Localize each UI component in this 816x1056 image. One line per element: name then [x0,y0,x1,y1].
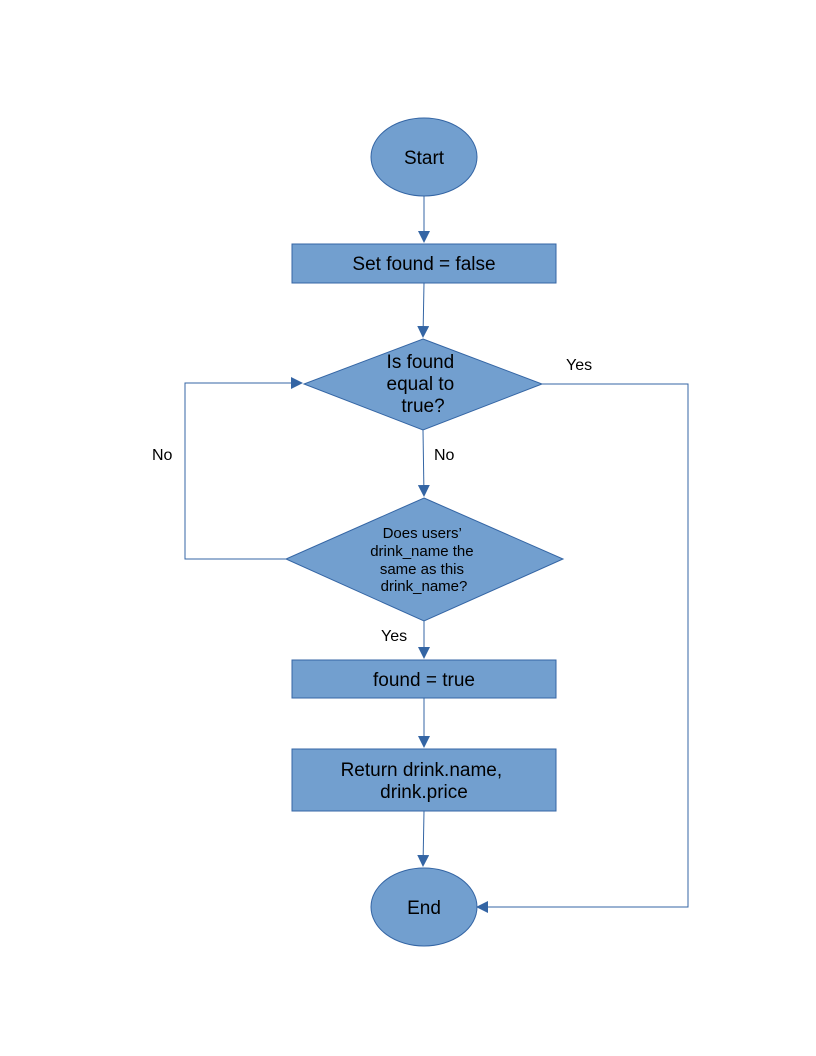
drink-name-match-label-line-1: Does users’ [383,525,462,542]
is-found-true-label-line-1: Is found [387,352,455,373]
set-found-false-label: Set found = false [352,254,495,275]
edge-label-compare-yes: Yes [381,628,407,645]
edge-label-check-yes: Yes [566,357,592,374]
svg-text:Start: Start [404,148,445,169]
svg-text:Is found equal to: Is found equal to true? [387,352,460,417]
end-node: End [370,867,478,947]
svg-text:Set found = false: Set found = false [352,254,495,275]
connector-set-to-check [417,282,430,338]
drink-name-match-label-line-2: drink_name the [370,543,473,560]
drink-name-match-label-line-3: same as this [380,561,464,578]
svg-text:found = true: found = true [373,670,475,691]
return-drink-node: Return drink.name, drink.price [291,748,557,812]
edge-label-compare-no: No [152,447,173,464]
connector-compare-no-loop [184,377,303,560]
connector-check-yes-to-end [476,383,689,913]
end-node-label: End [407,898,441,919]
is-found-true-decision: Is found equal to true? [302,338,544,431]
drink-name-match-decision: Does users’ drink_name the same as this … [284,497,565,622]
svg-text:End: End [407,898,441,919]
start-node-label: Start [404,148,445,169]
is-found-true-label-line-3: true? [401,396,444,417]
connector-return-to-end [417,810,430,867]
is-found-true-label-line-2: equal to [387,374,455,395]
set-found-false-node: Set found = false [291,243,557,284]
svg-text:Does users’ drink_name t: Does users’ drink_name the same as this … [370,525,478,595]
connector-check-no [417,429,430,497]
return-drink-label-line-1: Return drink.name, [341,760,503,781]
drink-name-match-label-line-4: drink_name? [381,578,468,595]
start-node: Start [370,117,478,197]
svg-text:Return drink.name, drink: Return drink.name, drink.price [341,760,508,803]
found-true-node: found = true [291,659,557,699]
return-drink-label-line-2: drink.price [380,782,468,803]
edge-label-check-no: No [434,447,455,464]
found-true-label: found = true [373,670,475,691]
